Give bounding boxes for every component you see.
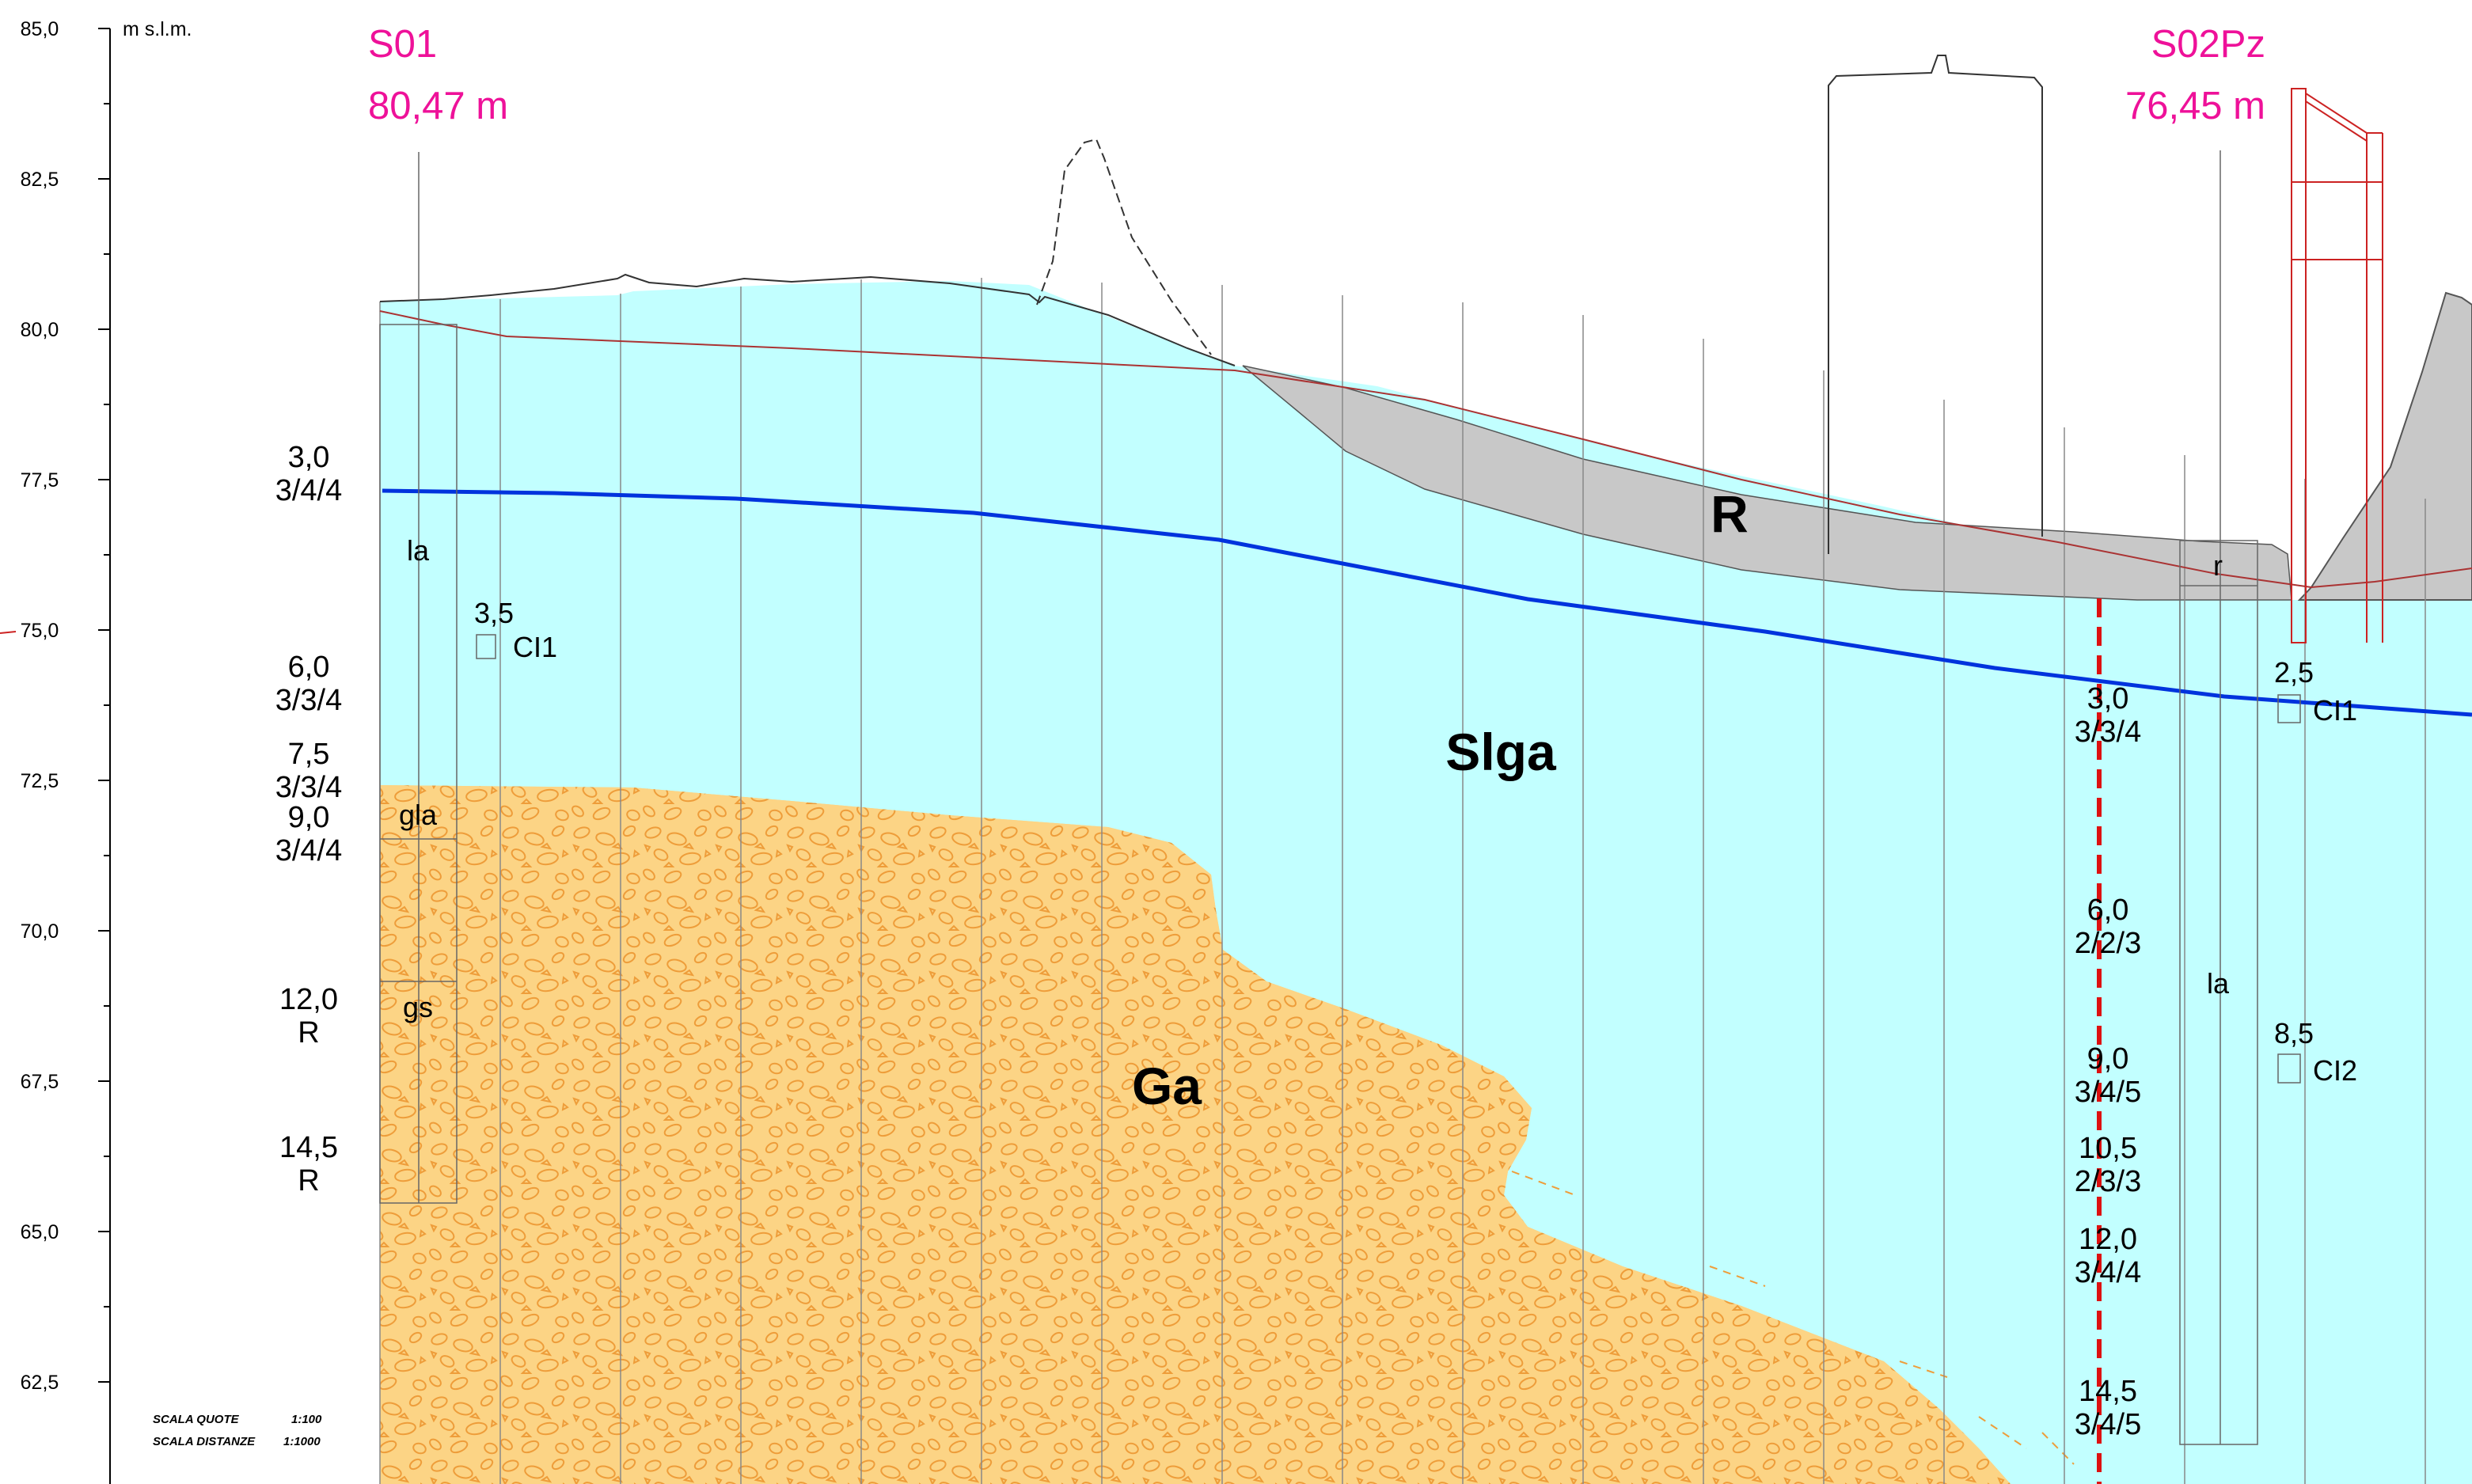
s01-layer-gs: gs	[403, 991, 433, 1023]
geology-layers	[380, 281, 2472, 1484]
unit-label-r: R	[1711, 484, 1749, 543]
s02-sample-code: CI1	[2313, 694, 2357, 727]
tick-label-75: 75,0	[21, 620, 59, 642]
ground-profile-line	[379, 310, 2472, 589]
scale-distances-label: SCALA DISTANZE	[153, 1435, 256, 1448]
s01-layer-gla: gla	[399, 799, 438, 831]
s02-spt-blows: 3/4/5	[2075, 1076, 2142, 1109]
axis-unit-label: m s.l.m.	[123, 18, 192, 40]
s02-spt-depth: 10,5	[2079, 1132, 2137, 1165]
borehole-s02-name: S02Pz	[2151, 23, 2265, 66]
water-table	[382, 488, 2472, 717]
tick-label-70: 70,0	[21, 920, 59, 943]
s02-spt-blows: 3/3/4	[2075, 715, 2142, 749]
s02-samples: 2,5 CI1 8,5 CI2	[2274, 656, 2357, 1087]
s01-sample-depth: 3,5	[474, 597, 514, 629]
s02-sample-code: CI2	[2313, 1054, 2357, 1087]
scale-heights-label: SCALA QUOTE	[153, 1413, 240, 1426]
elevation-axis: 85,0 82,5 80,0 77,5 75,0 72,5 70,0 67,5 …	[0, 18, 192, 1484]
tick-label-82-5: 82,5	[21, 169, 59, 191]
vertical-grid	[379, 278, 2426, 1484]
s01-layer-labels: la gla gs	[399, 534, 438, 1023]
scale-distances-value: 1:1000	[283, 1435, 321, 1448]
s01-spt-depth: 7,5	[288, 738, 330, 771]
borehole-s01-name: S01	[368, 23, 437, 66]
s02-spt-depth: 6,0	[2087, 894, 2129, 927]
s01-spt-blows: R	[298, 1016, 319, 1049]
s02-sample-depth: 8,5	[2274, 1017, 2314, 1049]
s01-spt-depth: 9,0	[288, 801, 330, 834]
s02-layer-labels: r la	[2207, 549, 2230, 1000]
embankment-right	[2297, 291, 2472, 601]
s01-spt: 3,0 3/4/4 6,0 3/3/4 7,5 3/3/4 9,0 3/4/4 …	[275, 441, 343, 1197]
s02-spt-depth: 9,0	[2087, 1042, 2129, 1076]
s01-layer-la: la	[407, 534, 430, 567]
axis-tick-labels: 85,0 82,5 80,0 77,5 75,0 72,5 70,0 67,5 …	[21, 18, 59, 1394]
tick-label-67-5: 67,5	[21, 1071, 59, 1093]
s01-spt-depth: 6,0	[288, 651, 330, 684]
tick-label-77-5: 77,5	[21, 469, 59, 492]
s01-spt-blows: 3/4/4	[275, 834, 343, 867]
s01-sample: 3,5 CI1	[474, 597, 557, 663]
tick-label-85: 85,0	[21, 18, 59, 40]
s01-spt-blows: 3/3/4	[275, 771, 343, 804]
s01-spt-blows: 3/4/4	[275, 474, 343, 507]
s02-spt-blows: 2/3/3	[2075, 1165, 2142, 1198]
tick-label-65: 65,0	[21, 1221, 59, 1243]
s02-spt-depth: 3,0	[2087, 682, 2129, 715]
borehole-s02-column	[2179, 150, 2301, 1445]
s02-spt-depth: 12,0	[2079, 1223, 2137, 1256]
s01-spt-depth: 12,0	[279, 983, 338, 1016]
borehole-s02-elevation: 76,45 m	[2125, 85, 2265, 127]
unit-label-ga: Ga	[1132, 1057, 1202, 1115]
scale-heights-value: 1:100	[291, 1413, 322, 1426]
tick-label-80: 80,0	[21, 319, 59, 341]
s01-sample-code: CI1	[513, 631, 557, 663]
s02-spt-blows: 2/2/3	[2075, 927, 2142, 960]
borehole-s01-column	[379, 152, 496, 1204]
s02-spt: 3,0 3/3/4 6,0 2/2/3 9,0 3/4/5 10,5 2/3/3…	[2075, 682, 2142, 1441]
s02-spt-blows: 3/4/4	[2075, 1256, 2142, 1289]
s01-spt-blows: 3/3/4	[275, 684, 343, 717]
borehole-s01-elevation: 80,47 m	[368, 85, 508, 127]
s01-spt-depth: 3,0	[288, 441, 330, 474]
tick-label-72-5: 72,5	[21, 770, 59, 792]
s02-spt-depth: 14,5	[2079, 1375, 2137, 1408]
scale-note: SCALA QUOTE 1:100 SCALA DISTANZE 1:1000	[153, 1413, 322, 1448]
topography	[379, 55, 2043, 554]
s02-tower	[2291, 88, 2383, 643]
s01-spt-depth: 14,5	[279, 1131, 338, 1164]
tick-label-62-5: 62,5	[21, 1372, 59, 1394]
s02-spt-blows: 3/4/5	[2075, 1408, 2142, 1441]
s02-layer-la: la	[2207, 967, 2230, 1000]
s01-spt-blows: R	[298, 1164, 319, 1197]
s02-layer-r: r	[2213, 549, 2223, 582]
unit-label-slga: Slga	[1445, 723, 1557, 781]
s02-sample-depth: 2,5	[2274, 656, 2314, 689]
